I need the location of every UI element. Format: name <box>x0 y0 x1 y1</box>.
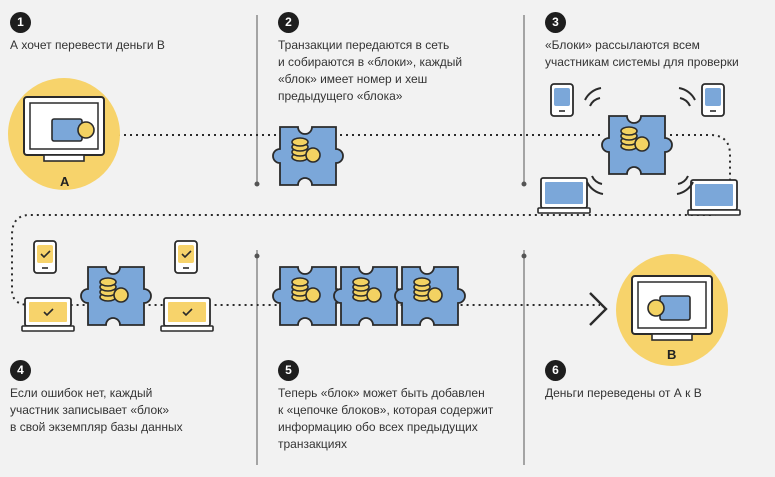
transaction-block-icon <box>272 126 344 186</box>
step-4-number: 4 <box>10 360 31 381</box>
step-3-number: 3 <box>545 12 566 33</box>
receiver-label: B <box>667 347 677 362</box>
sender-computer-icon <box>8 78 120 190</box>
column-separators <box>254 15 527 465</box>
flow-path <box>11 134 731 306</box>
step-2-text: Транзакции передаются в сеть и собираютс… <box>278 38 463 103</box>
receiver-computer-icon <box>616 254 728 366</box>
step-6-number: 6 <box>545 360 566 381</box>
blockchain-chain-icon <box>272 266 466 326</box>
step-5-number: 5 <box>278 360 299 381</box>
arrow-icon <box>589 292 608 326</box>
step-1-number: 1 <box>10 12 31 33</box>
network-nodes-icon <box>537 83 741 216</box>
step-4-text: Если ошибок нет, каждый участник записыв… <box>10 386 183 434</box>
step-5-text: Теперь «блок» может быть добавлен к «цеп… <box>278 386 494 451</box>
step-1-text: А хочет перевести деньги В <box>10 38 165 52</box>
participants-record-icon <box>21 240 214 332</box>
step-6-text: Деньги переведены от А к В <box>545 386 702 400</box>
step-2-number: 2 <box>278 12 299 33</box>
step-3-text: «Блоки» рассылаются всем участникам сист… <box>545 38 739 69</box>
sender-label: A <box>60 174 70 189</box>
